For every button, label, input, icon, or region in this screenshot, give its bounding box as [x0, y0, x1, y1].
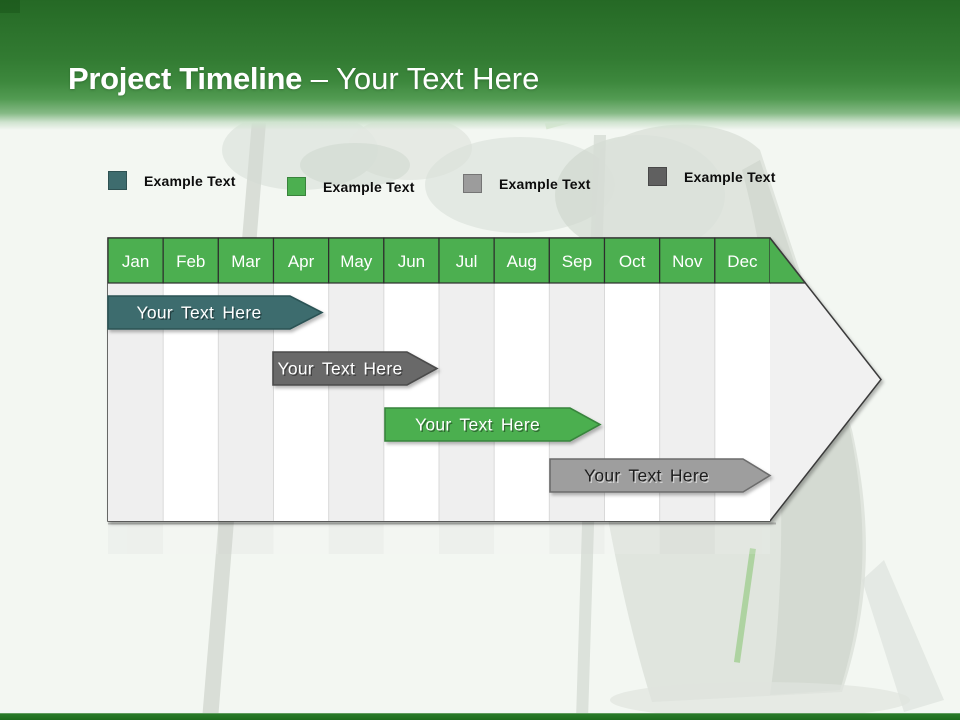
month-label: Apr	[288, 252, 315, 271]
month-cell-Mar	[217, 237, 275, 284]
title-banner: Project Timeline – Your Text Here	[0, 0, 960, 130]
legend-swatch-gray	[463, 174, 482, 193]
slide-title-bold: Project Timeline	[68, 61, 303, 96]
month-label: Mar	[231, 252, 261, 271]
month-label: May	[340, 252, 373, 271]
month-column	[439, 283, 495, 521]
legend-item-4[interactable]: Example Text	[648, 167, 776, 186]
table-reflection-line	[108, 522, 776, 525]
month-label: Jun	[398, 252, 425, 271]
month-cell-Feb	[162, 237, 219, 284]
svg-text:Your Text Here: Your Text Here	[279, 360, 404, 380]
legend-item-3[interactable]: Example Text	[463, 174, 591, 193]
month-column	[494, 283, 550, 521]
slide-title-light: – Your Text Here	[310, 61, 540, 96]
legend-swatch-teal	[108, 171, 127, 190]
month-label: Sep	[562, 252, 592, 271]
svg-text:Your Text Here: Your Text Here	[416, 416, 541, 436]
legend-swatch-darkgray	[648, 167, 667, 186]
month-cell-Apr	[272, 237, 330, 284]
month-label: Oct	[619, 252, 646, 271]
legend-swatch-green	[287, 177, 306, 196]
month-label: Feb	[176, 252, 205, 271]
banner-corner-accent	[0, 0, 20, 13]
legend-item-2[interactable]: Example Text	[287, 177, 415, 196]
month-cell-Sep	[548, 237, 606, 284]
month-cell-Aug	[493, 237, 550, 284]
svg-text:Your Text Here: Your Text Here	[585, 467, 710, 487]
footer-accent-bar	[0, 713, 960, 720]
month-cell-Nov	[659, 237, 716, 284]
svg-text:Your Text Here: Your Text Here	[138, 304, 263, 324]
legend-label: Example Text	[499, 175, 591, 192]
legend-item-1[interactable]: Example Text	[108, 171, 236, 190]
month-label: Nov	[672, 252, 703, 271]
timeline-bar-label: Your Text Here	[278, 359, 403, 379]
legend-label: Example Text	[323, 178, 415, 195]
table-reflection	[108, 524, 770, 554]
month-column	[383, 283, 439, 521]
timeline-bar-label: Your Text Here	[415, 415, 540, 435]
timeline-bar-label: Your Text Here	[584, 466, 709, 486]
slide-title[interactable]: Project Timeline – Your Text Here	[68, 59, 539, 99]
month-cell-Jan	[107, 237, 164, 284]
month-column	[328, 283, 384, 521]
month-cell-Oct	[603, 237, 661, 284]
month-cell-May	[328, 237, 385, 284]
timeline-bar-label: Your Text Here	[137, 303, 262, 323]
month-label: Dec	[727, 252, 758, 271]
month-label: Jul	[456, 252, 478, 271]
legend-label: Example Text	[144, 172, 236, 189]
month-cell-Dec	[714, 237, 771, 284]
month-label: Aug	[507, 252, 537, 271]
legend-label: Example Text	[684, 168, 776, 185]
month-label: Jan	[122, 252, 149, 271]
